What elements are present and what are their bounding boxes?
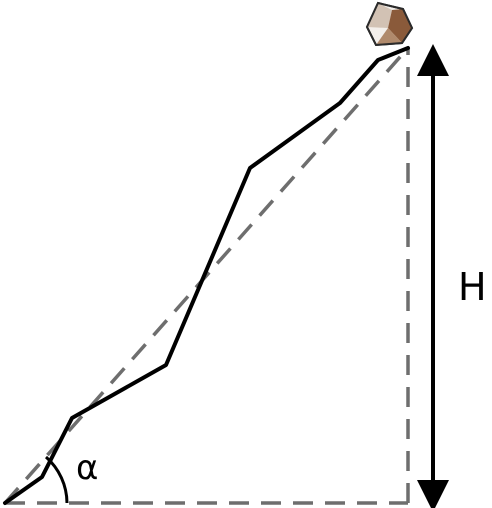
rock-icon (365, 1, 414, 47)
slope-profile (3, 46, 410, 505)
dashed-hypotenuse (3, 46, 410, 505)
height-label: H (458, 265, 487, 309)
angle-arc (44, 455, 69, 504)
angle-label: α (76, 448, 98, 488)
